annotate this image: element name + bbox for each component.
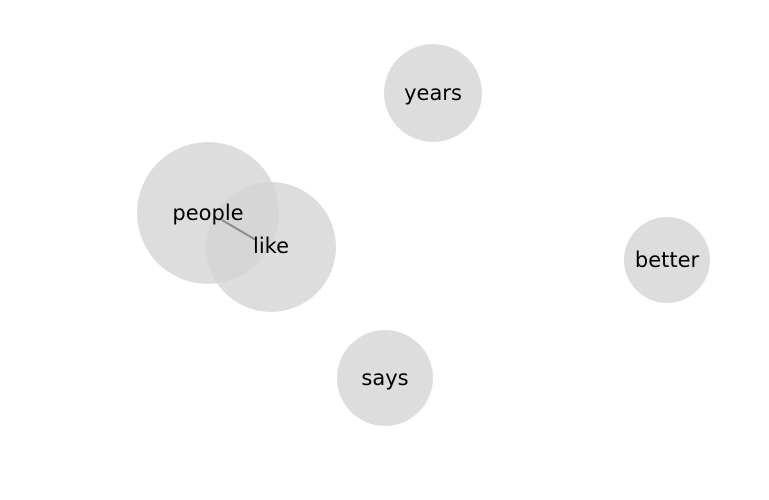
node-label-like: like: [253, 234, 289, 258]
node-label-years: years: [404, 81, 462, 105]
node-label-people: people: [172, 201, 243, 225]
edge-people-like: [221, 219, 257, 241]
node-label-says: says: [361, 366, 408, 390]
node-circle-says[interactable]: [337, 330, 433, 426]
node-label-better: better: [635, 248, 700, 272]
node-circle-years[interactable]: [384, 44, 482, 142]
node-circle-like[interactable]: [206, 182, 336, 312]
node-circle-better[interactable]: [624, 217, 710, 303]
